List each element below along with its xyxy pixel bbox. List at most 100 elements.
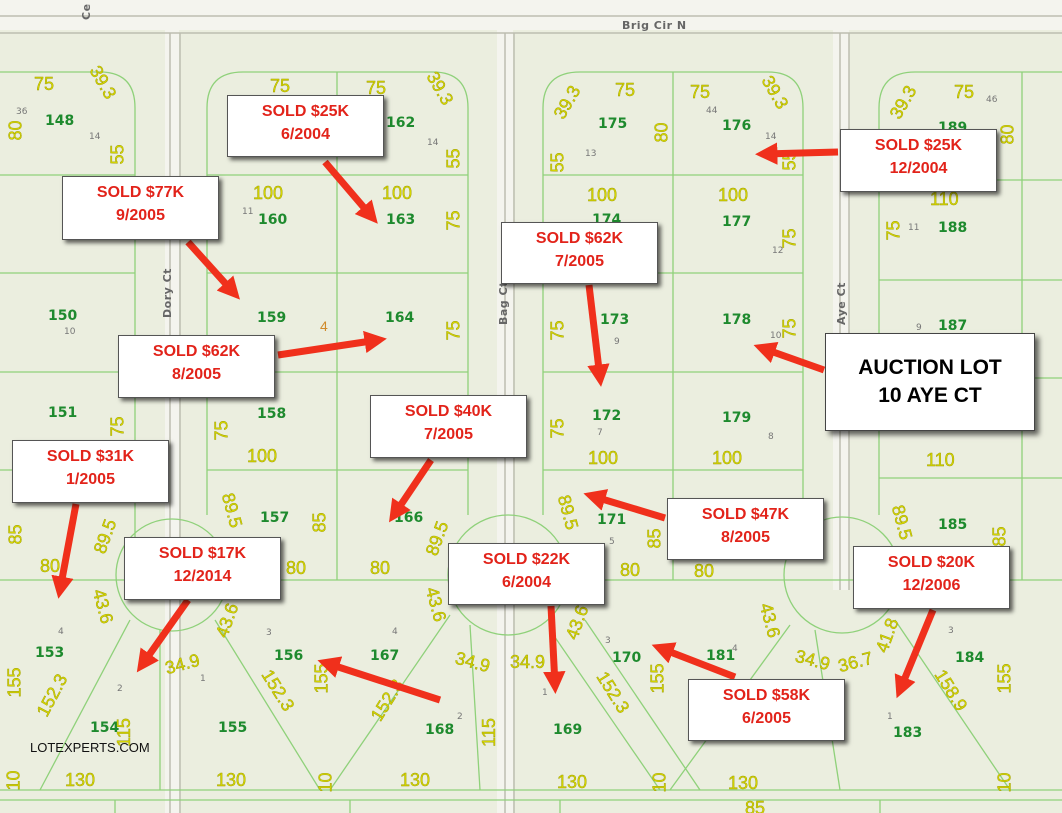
dimension-label: 75 <box>779 318 800 339</box>
sublot-number: 7 <box>597 428 603 438</box>
dimension-label: 100 <box>247 446 278 466</box>
dimension-label: 75 <box>883 220 904 241</box>
sublot-number: 1 <box>200 674 206 684</box>
dimension-label: 80 <box>694 561 715 581</box>
lot-number[interactable]: 169 <box>553 722 583 738</box>
sublot-number: 3 <box>266 628 272 638</box>
dimension-label: 80 <box>651 122 672 143</box>
lot-number[interactable]: 168 <box>425 722 455 738</box>
lot-number[interactable]: 177 <box>722 214 752 230</box>
road-dory-ct <box>165 30 179 813</box>
dimension-label: 110 <box>930 189 959 209</box>
sold-date: 12/2006 <box>902 577 961 594</box>
dimension-label: 100 <box>253 183 284 203</box>
lot-number[interactable]: 178 <box>722 312 752 328</box>
lot-number[interactable]: 158 <box>257 406 287 422</box>
sold-date: 12/2014 <box>173 568 232 585</box>
lot-number[interactable]: 153 <box>35 645 65 661</box>
dimension-label: 75 <box>270 76 291 96</box>
dimension-label: 75 <box>690 82 711 102</box>
sublot-number: 1 <box>887 712 893 722</box>
lot-number[interactable]: 167 <box>370 648 400 664</box>
sold-callout[interactable]: SOLD $25K 12/2004 <box>840 129 997 192</box>
sublot-number: 9 <box>916 323 922 333</box>
dimension-label: 155 <box>311 663 332 694</box>
sold-callout[interactable]: SOLD $77K 9/2005 <box>62 176 219 240</box>
sold-callout[interactable]: SOLD $25K 6/2004 <box>227 95 384 157</box>
dimension-label: 100 <box>718 185 749 205</box>
dimension-label: 4 <box>320 318 328 334</box>
dimension-label: 55 <box>779 150 800 171</box>
dimension-label: 75 <box>954 82 975 102</box>
lot-number[interactable]: 183 <box>893 725 923 741</box>
sold-callout[interactable]: SOLD $31K 1/2005 <box>12 440 169 503</box>
dimension-label: 80 <box>5 120 26 141</box>
sublot-number: 9 <box>614 337 620 347</box>
dimension-label: 130 <box>557 772 588 792</box>
dimension-label: 55 <box>547 152 568 173</box>
lot-number[interactable]: 162 <box>386 115 416 131</box>
lot-number[interactable]: 175 <box>598 116 628 132</box>
lot-number[interactable]: 160 <box>258 212 288 228</box>
road-label-bag-ct: Bag Ct <box>497 281 510 325</box>
lot-number[interactable]: 163 <box>386 212 416 228</box>
auction-lot-callout[interactable]: AUCTION LOT 10 AYE CT <box>825 333 1035 431</box>
dimension-label: 130 <box>728 773 759 793</box>
lot-number[interactable]: 150 <box>48 308 78 324</box>
road-label-corner: Ce <box>80 3 93 20</box>
dimension-label: 155 <box>994 663 1015 694</box>
dimension-label: 80 <box>286 558 307 578</box>
sold-date: 6/2004 <box>281 126 330 143</box>
sold-date: 7/2005 <box>424 426 473 443</box>
sold-price: SOLD $58K <box>722 687 811 704</box>
dimension-label: 55 <box>443 148 464 169</box>
dimension-label: 10 <box>994 772 1015 793</box>
lot-number[interactable]: 156 <box>274 648 304 664</box>
lot-number[interactable]: 157 <box>260 510 290 526</box>
dimension-label: 75 <box>443 320 464 341</box>
sublot-number: 8 <box>768 432 774 442</box>
lot-number[interactable]: 154 <box>90 720 120 736</box>
sold-callout[interactable]: SOLD $62K 8/2005 <box>118 335 275 398</box>
sublot-number: 44 <box>706 106 718 116</box>
lot-number[interactable]: 171 <box>597 512 627 528</box>
lot-number[interactable]: 188 <box>938 220 968 236</box>
dimension-label: 100 <box>587 185 618 205</box>
lot-number[interactable]: 173 <box>600 312 630 328</box>
sublot-number: 2 <box>457 712 463 722</box>
lot-number[interactable]: 172 <box>592 408 622 424</box>
sold-price: SOLD $25K <box>874 137 963 154</box>
dimension-label: 85 <box>989 526 1010 547</box>
lot-number[interactable]: 187 <box>938 318 968 334</box>
lot-number[interactable]: 164 <box>385 310 415 326</box>
dimension-label: 55 <box>107 144 128 165</box>
sold-callout[interactable]: SOLD $17K 12/2014 <box>124 537 281 600</box>
lot-number[interactable]: 151 <box>48 405 78 421</box>
sublot-number: 4 <box>732 644 738 654</box>
lot-number[interactable]: 159 <box>257 310 287 326</box>
dimension-label: 10 <box>315 772 336 793</box>
lot-number[interactable]: 184 <box>955 650 985 666</box>
lot-number[interactable]: 170 <box>612 650 642 666</box>
lot-number[interactable]: 181 <box>706 648 736 664</box>
dimension-label: 75 <box>211 420 232 441</box>
sold-callout[interactable]: SOLD $58K 6/2005 <box>688 679 845 741</box>
sublot-number: 14 <box>89 132 101 142</box>
sold-price: SOLD $62K <box>152 343 241 360</box>
dimension-label: 85 <box>644 528 665 549</box>
sold-price: SOLD $47K <box>701 506 790 523</box>
lot-number[interactable]: 185 <box>938 517 968 533</box>
lot-number[interactable]: 166 <box>394 510 424 526</box>
sublot-number: 13 <box>585 149 597 159</box>
lot-number[interactable]: 176 <box>722 118 752 134</box>
lot-number[interactable]: 155 <box>218 720 248 736</box>
sold-callout[interactable]: SOLD $22K 6/2004 <box>448 543 605 605</box>
sold-callout[interactable]: SOLD $20K 12/2006 <box>853 546 1010 609</box>
lot-number[interactable]: 179 <box>722 410 752 426</box>
lot-number[interactable]: 148 <box>45 113 75 129</box>
sold-callout[interactable]: SOLD $62K 7/2005 <box>501 222 658 284</box>
sold-callout[interactable]: SOLD $47K 8/2005 <box>667 498 824 560</box>
sold-date: 8/2005 <box>721 529 770 546</box>
sold-callout[interactable]: SOLD $40K 7/2005 <box>370 395 527 458</box>
